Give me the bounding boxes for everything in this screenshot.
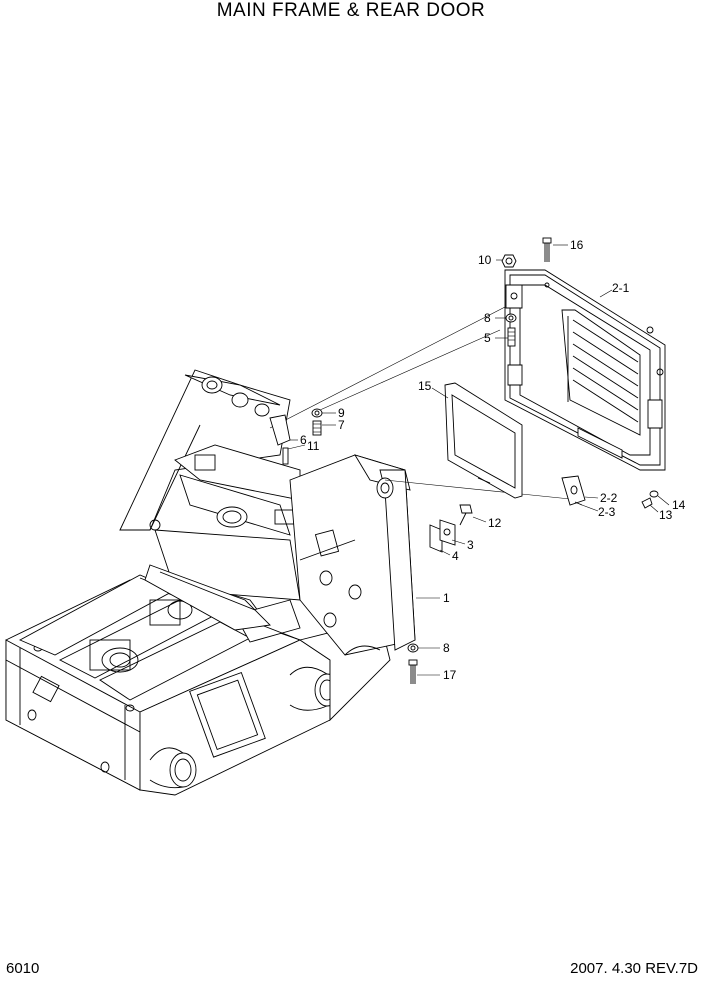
callout-12: 12 xyxy=(488,516,502,530)
callout-7: 7 xyxy=(338,418,345,432)
leader-lines xyxy=(287,244,670,676)
rear-door xyxy=(504,269,666,471)
callout-2-3: 2-3 xyxy=(598,505,616,519)
callout-1: 1 xyxy=(443,591,450,605)
callout-5: 5 xyxy=(484,331,491,345)
main-frame xyxy=(5,369,416,796)
callout-14: 14 xyxy=(672,498,686,512)
page-title: MAIN FRAME & REAR DOOR xyxy=(216,0,486,21)
hardware-parts xyxy=(269,237,659,684)
callout-8-top: 8 xyxy=(484,311,491,325)
callout-8-bottom: 8 xyxy=(443,641,450,655)
door-seal xyxy=(444,382,523,499)
callout-16: 16 xyxy=(570,238,584,252)
callout-17: 17 xyxy=(443,668,457,682)
callout-10: 10 xyxy=(478,253,492,267)
callout-3: 3 xyxy=(467,538,474,552)
callout-2-1: 2-1 xyxy=(612,281,630,295)
callout-9: 9 xyxy=(338,406,345,420)
callout-6: 6 xyxy=(300,433,307,447)
callout-4: 4 xyxy=(452,549,459,563)
callout-2-2: 2-2 xyxy=(600,491,618,505)
callout-15: 15 xyxy=(418,379,432,393)
assembly-lines xyxy=(269,306,581,501)
callout-labels: 16 10 2-1 8 5 15 9 7 6 11 12 3 4 1 8 17 … xyxy=(300,238,686,682)
page-number: 6010 xyxy=(6,960,40,977)
date-revision: 2007. 4.30 REV.7D xyxy=(570,960,698,977)
callout-13: 13 xyxy=(659,508,673,522)
callout-11: 11 xyxy=(307,439,320,453)
